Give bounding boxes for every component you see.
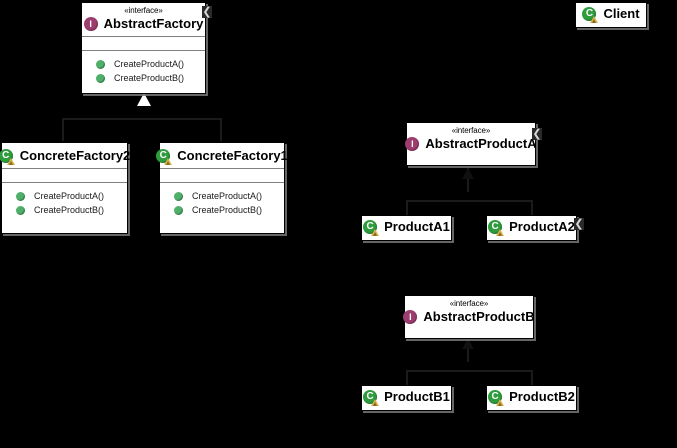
class-icon: C [488, 219, 505, 236]
selection-handle-abstractfactory[interactable]: ❮ [202, 6, 212, 18]
abstractfactory-stereotype: «interface» [124, 6, 163, 15]
connector-productb1-drop [406, 370, 408, 386]
class-box-producta2[interactable]: C ProductA2 [486, 215, 577, 241]
operation-label: CreateProductA() [192, 191, 263, 201]
class-icon: C [363, 389, 380, 406]
producta2-title: ProductA2 [509, 219, 575, 234]
class-box-abstractproducta[interactable]: «interface» I AbstractProductA [405, 122, 537, 166]
productb1-title: ProductB1 [384, 389, 450, 404]
class-icon: C [363, 219, 380, 236]
concretefactory1-attributes [160, 169, 284, 182]
abstractfactory-title: AbstractFactory [103, 16, 204, 31]
class-box-productb2[interactable]: C ProductB2 [486, 385, 577, 411]
operation-label: CreateProductA() [114, 59, 185, 69]
interface-icon: I [83, 17, 98, 31]
productb1-header: C ProductB1 [362, 386, 451, 408]
divider [82, 36, 205, 37]
abstractfactory-header: «interface» I AbstractFactory [82, 3, 205, 36]
selection-handle-abstractproducta[interactable]: ❮ [532, 128, 542, 140]
generalization-arrow-abstractfactory [137, 93, 151, 106]
connector-concretefactory2-drop [62, 118, 64, 141]
public-visibility-icon [96, 73, 105, 83]
producta1-header: C ProductA1 [362, 216, 451, 238]
client-header: C Client [576, 3, 646, 25]
operation-row[interactable]: CreateProductB() [2, 203, 127, 217]
abstractproductb-header: «interface» I AbstractProductB [403, 296, 535, 329]
productb2-header: C ProductB2 [487, 386, 576, 408]
connector-concretefactory1-drop [220, 118, 222, 141]
class-box-producta1[interactable]: C ProductA1 [361, 215, 452, 241]
connector-producta-bus [406, 200, 532, 202]
producta2-header: C ProductA2 [487, 216, 576, 238]
divider [82, 50, 205, 51]
public-visibility-icon [16, 191, 25, 201]
connector-productb-bus [406, 370, 532, 372]
selection-handle-producta2[interactable]: ❮ [574, 218, 584, 230]
concretefactory1-title: ConcreteFactory1 [177, 148, 288, 163]
class-icon: C [0, 148, 15, 165]
generalization-arrow-abstractproductb [462, 338, 474, 349]
class-box-abstractproductb[interactable]: «interface» I AbstractProductB [403, 295, 535, 339]
divider [2, 182, 127, 183]
concretefactory2-header: C ConcreteFactory2 [0, 143, 130, 168]
operation-label: CreateProductB() [192, 205, 263, 215]
abstractproductb-title: AbstractProductB [423, 309, 535, 324]
operation-row[interactable]: CreateProductA() [2, 189, 127, 203]
productb2-title: ProductB2 [509, 389, 575, 404]
class-icon: C [488, 389, 505, 406]
producta1-title: ProductA1 [384, 219, 450, 234]
operation-row[interactable]: CreateProductB() [160, 203, 284, 217]
class-box-productb1[interactable]: C ProductB1 [361, 385, 452, 411]
class-icon: C [582, 6, 599, 23]
divider [2, 168, 127, 169]
divider [160, 182, 284, 183]
class-box-abstractfactory[interactable]: «interface» I AbstractFactory CreateProd… [81, 2, 206, 94]
concretefactory1-operations: CreateProductA() CreateProductB() [160, 183, 284, 225]
operation-label: CreateProductA() [34, 191, 105, 201]
concretefactory2-operations: CreateProductA() CreateProductB() [2, 183, 127, 225]
client-title: Client [603, 6, 640, 21]
concretefactory2-attributes [2, 169, 127, 182]
chevron-left-icon: ❮ [532, 128, 542, 140]
operation-row[interactable]: CreateProductA() [82, 57, 205, 71]
concretefactory1-header: C ConcreteFactory1 [156, 143, 288, 168]
concretefactory2-title: ConcreteFactory2 [19, 148, 131, 163]
operation-label: CreateProductB() [34, 205, 105, 215]
public-visibility-icon [174, 205, 183, 215]
interface-icon: I [405, 137, 420, 151]
connector-abstractproducta-stem [467, 168, 469, 192]
connector-abstractproductb-stem [467, 338, 469, 362]
divider [160, 168, 284, 169]
abstractproducta-header: «interface» I AbstractProductA [405, 123, 537, 156]
abstractfactory-operations: CreateProductA() CreateProductB() [82, 51, 205, 93]
operation-label: CreateProductB() [114, 73, 185, 83]
operation-row[interactable]: CreateProductB() [82, 71, 205, 85]
connector-producta2-drop [531, 200, 533, 216]
connector-factory-bus [62, 118, 222, 120]
operation-row[interactable]: CreateProductA() [160, 189, 284, 203]
chevron-left-icon: ❮ [574, 218, 584, 230]
abstractproductb-stereotype: «interface» [449, 299, 489, 308]
public-visibility-icon [174, 191, 183, 201]
connector-producta1-drop [406, 200, 408, 216]
generalization-arrow-abstractproducta [462, 168, 474, 179]
connector-productb2-drop [531, 370, 533, 386]
abstractproducta-title: AbstractProductA [425, 136, 537, 151]
public-visibility-icon [16, 205, 25, 215]
class-box-client[interactable]: C Client [575, 2, 647, 28]
class-box-concretefactory2[interactable]: C ConcreteFactory2 CreateProductA() Crea… [0, 142, 130, 234]
class-box-concretefactory1[interactable]: C ConcreteFactory1 CreateProductA() Crea… [156, 142, 288, 234]
interface-icon: I [403, 310, 418, 324]
abstractproducta-stereotype: «interface» [451, 126, 491, 135]
abstractfactory-attributes [82, 37, 205, 50]
public-visibility-icon [96, 59, 105, 69]
class-icon: C [156, 148, 173, 165]
chevron-left-icon: ❮ [202, 6, 212, 18]
